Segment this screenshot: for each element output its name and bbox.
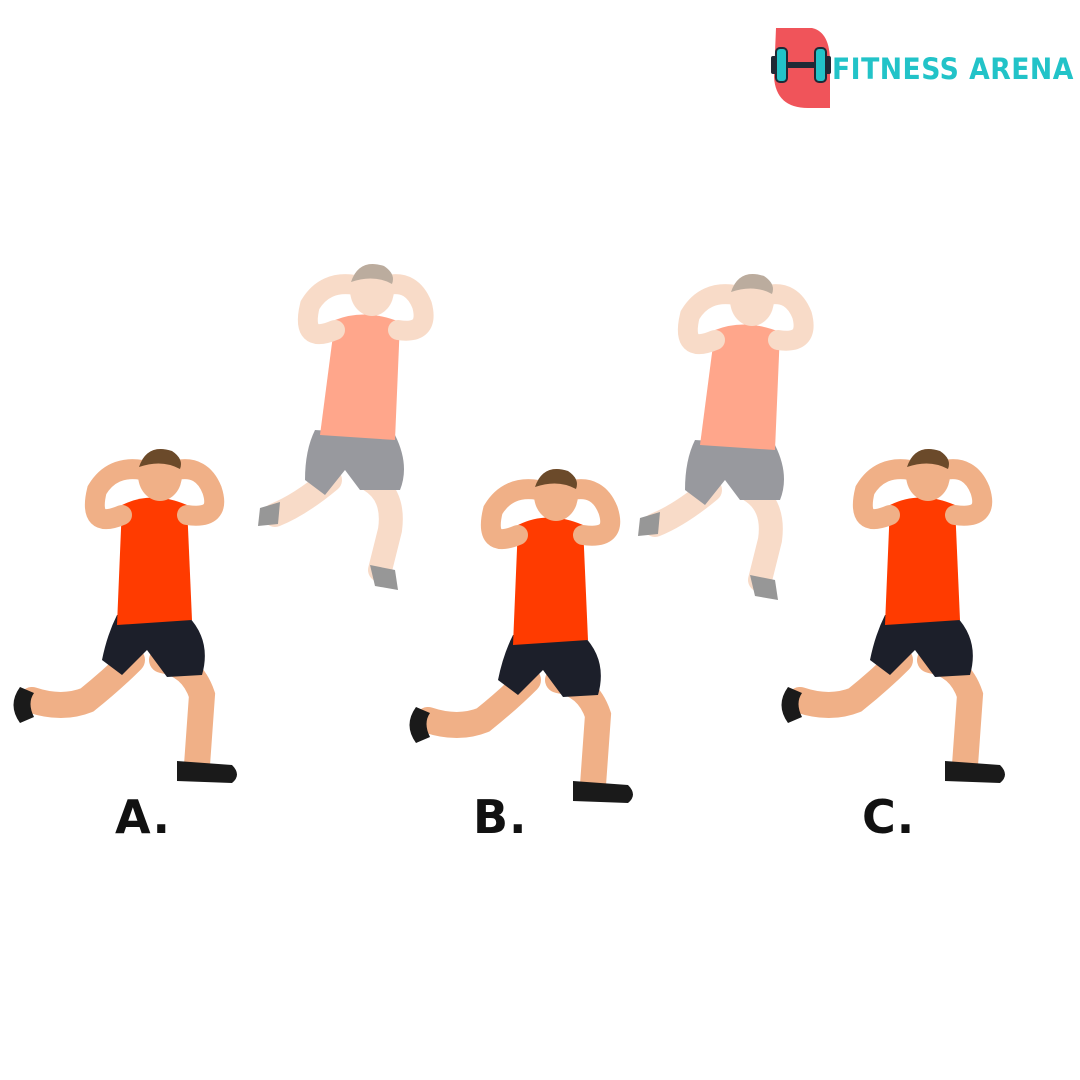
brand-name: FITNESS ARENA	[832, 52, 1074, 86]
dumbbell-icon	[771, 47, 831, 83]
jump-transition-2	[638, 274, 804, 600]
step-label-a: A.	[115, 790, 171, 844]
jump-transition-1	[258, 264, 424, 590]
lunge-pose-a	[14, 449, 238, 783]
logo-badge	[771, 28, 831, 108]
lunge-pose-b	[410, 469, 634, 803]
brand-logo: FITNESS ARENA	[768, 22, 1073, 118]
step-label-b: B.	[473, 790, 528, 844]
step-label-c: C.	[862, 790, 916, 844]
lunge-pose-c	[782, 449, 1006, 783]
